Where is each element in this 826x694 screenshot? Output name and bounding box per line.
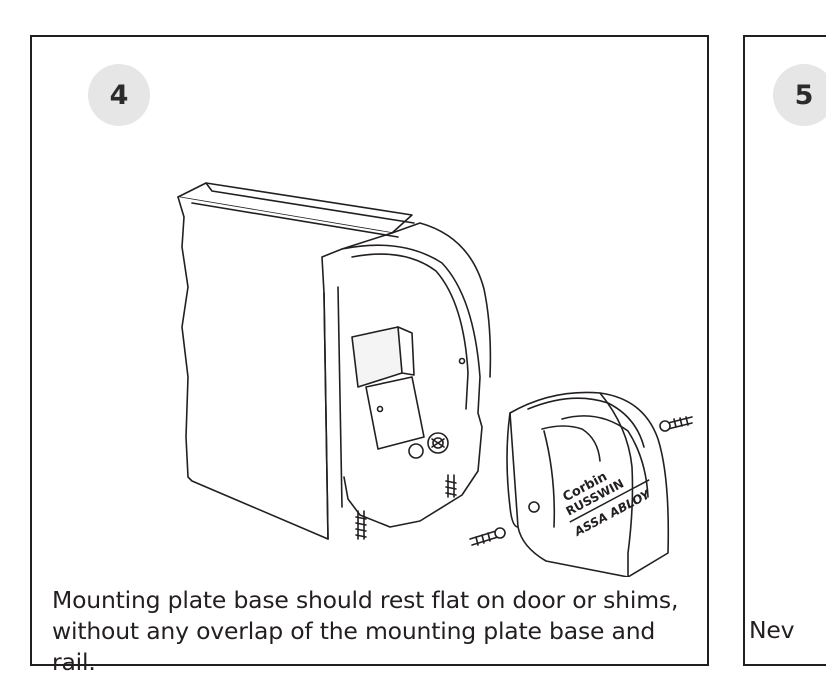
step-panel-5: 5 Nev (743, 35, 826, 666)
exit-device-end-cap-illustration: Corbin RUSSWIN ASSA ABLOY (152, 177, 712, 577)
step-number-badge: 5 (773, 64, 826, 126)
step-panel-4: 4 (30, 35, 712, 676)
end-cap-assembly-drawing: Corbin RUSSWIN ASSA ABLOY (177, 182, 693, 577)
step-caption: Mounting plate base should rest flat on … (52, 586, 679, 676)
step-number-badge: 4 (88, 64, 150, 126)
step-caption: Nev (749, 616, 795, 644)
